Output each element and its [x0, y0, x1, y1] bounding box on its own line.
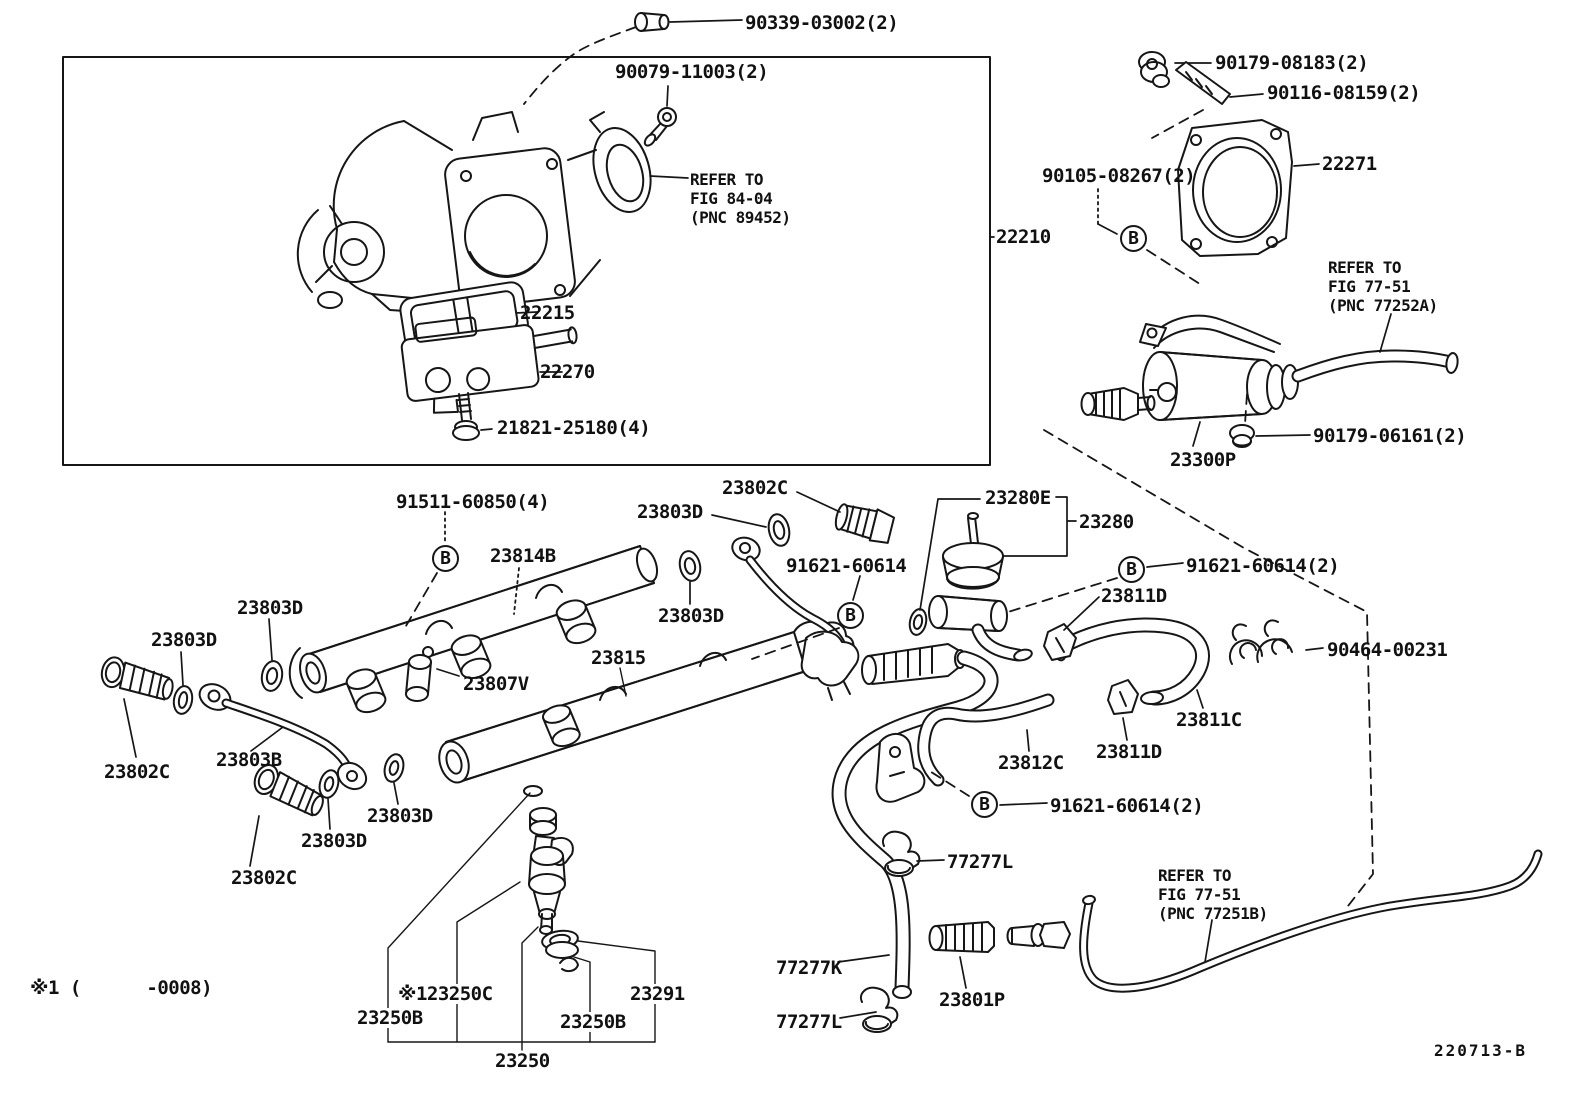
part-label-REFER-TO-FIG-77-51-PNC-77252A: REFER TO FIG 77-51 (PNC 77252A) — [1328, 258, 1438, 315]
apply-marker-B-1: B — [432, 545, 459, 572]
part-label-23811C: 23811C — [1176, 709, 1242, 731]
fuel-filter-23300p-drawing — [1080, 313, 1459, 447]
bolt-21821-drawing — [452, 392, 493, 441]
gasket-22271-drawing — [1097, 119, 1320, 287]
part-label-90116-08159-2: 90116-08159(2) — [1267, 82, 1421, 104]
part-label-23803D: 23803D — [301, 830, 367, 852]
left-union-parts-drawing — [100, 618, 405, 867]
part-label-21821-25180-4: 21821-25180(4) — [497, 417, 651, 439]
part-label-23300P: 23300P — [1170, 449, 1236, 471]
part-label-91621-60614-2: 91621-60614(2) — [1050, 795, 1204, 817]
stud-90116-drawing — [1151, 61, 1264, 139]
part-label-23291: 23291 — [628, 983, 687, 1005]
fuel-rail-23814b-drawing — [288, 545, 659, 714]
part-label-77277K: 77277K — [776, 957, 842, 979]
clamp-77277l-drawing — [860, 830, 921, 1033]
part-label-23803D: 23803D — [637, 501, 703, 523]
part-label-23803D: 23803D — [367, 805, 433, 827]
connector-23801p-drawing — [928, 849, 1543, 993]
part-label-90079-11003-2: 90079-11003(2) — [615, 61, 769, 83]
part-label-22271: 22271 — [1322, 153, 1377, 175]
part-label-220713-B: 220713-B — [1434, 1041, 1528, 1060]
apply-marker-B-0: B — [1120, 225, 1147, 252]
apply-marker-B-3: B — [1118, 556, 1145, 583]
part-label-23815: 23815 — [591, 647, 646, 669]
plug-90179-06161-drawing — [1229, 393, 1311, 448]
valve-22270-drawing — [400, 316, 578, 414]
part-label-90105-08267-2: 90105-08267(2) — [1042, 165, 1196, 187]
injector-23250-drawing — [523, 785, 579, 973]
mounting-bracket-drawing — [875, 733, 926, 803]
damper-23807v-drawing — [405, 646, 460, 702]
alignment-dashed-line — [1043, 429, 1374, 907]
hose-77277k-drawing — [831, 650, 999, 999]
part-label-23250: 23250 — [493, 1050, 552, 1072]
part-label-91621-60614-2: 91621-60614(2) — [1186, 555, 1340, 577]
throttle-body-drawing — [296, 111, 689, 313]
part-label-90179-08183-2: 90179-08183(2) — [1215, 52, 1369, 74]
part-label-90339-03002-2: 90339-03002(2) — [745, 12, 899, 34]
part-label-23811D: 23811D — [1101, 585, 1167, 607]
part-label-23803D: 23803D — [237, 597, 303, 619]
apply-marker-B-2: B — [837, 602, 864, 629]
part-label-22270: 22270 — [540, 361, 595, 383]
part-label-77277L: 77277L — [947, 851, 1013, 873]
part-label-REFER-TO-FIG-77-51-PNC-77251B: REFER TO FIG 77-51 (PNC 77251B) — [1158, 866, 1268, 923]
clamp-23811d-drawing — [1043, 623, 1139, 715]
part-label-23812C: 23812C — [998, 752, 1064, 774]
detail-box — [62, 56, 991, 466]
apply-marker-B-4: B — [971, 791, 998, 818]
part-label-23250B: 23250B — [355, 1007, 425, 1029]
bolt-90179-08183-drawing — [1138, 51, 1212, 88]
part-label-91621-60614: 91621-60614 — [786, 555, 907, 577]
part-label-23801P: 23801P — [939, 989, 1005, 1011]
part-label-23280E: 23280E — [985, 487, 1051, 509]
part-label-1-0008: ※1 ( -0008) — [30, 977, 213, 999]
dashed-leader-lines — [402, 572, 1118, 797]
part-label-23803B: 23803B — [216, 749, 282, 771]
part-label-23803D: 23803D — [658, 605, 724, 627]
part-label-90464-00231: 90464-00231 — [1327, 639, 1448, 661]
part-label-22210: 22210 — [996, 226, 1051, 248]
part-label-77277L: 77277L — [776, 1011, 842, 1033]
part-label-23803D: 23803D — [151, 629, 217, 651]
bolt-90079-drawing — [643, 85, 677, 147]
part-label-23802C: 23802C — [104, 761, 170, 783]
leader-22215 — [515, 311, 538, 314]
part-label-123250C: ※123250C — [396, 983, 495, 1005]
union-bolt-23802c-top-drawing — [678, 491, 896, 605]
part-label-90179-06161-2: 90179-06161(2) — [1313, 425, 1467, 447]
part-label-23807V: 23807V — [463, 673, 529, 695]
part-label-23802C: 23802C — [231, 867, 297, 889]
part-label-23280: 23280 — [1079, 511, 1134, 533]
part-label-22215: 22215 — [520, 302, 575, 324]
hose-23812c-drawing — [917, 693, 1055, 787]
part-label-23802C: 23802C — [722, 477, 788, 499]
part-label-23811D: 23811D — [1096, 741, 1162, 763]
connector-90339-drawing — [523, 12, 743, 105]
part-label-REFER-TO-FIG-84-04-PNC-89452: REFER TO FIG 84-04 (PNC 89452) — [690, 170, 791, 227]
leader-lines — [444, 511, 1324, 1019]
part-label-91511-60850-4: 91511-60850(4) — [396, 491, 550, 513]
part-label-23250B: 23250B — [558, 1011, 628, 1033]
valve-23280-drawing — [908, 496, 1077, 662]
spring-clamp-90464-drawing — [1229, 619, 1293, 665]
part-label-23814B: 23814B — [490, 545, 556, 567]
